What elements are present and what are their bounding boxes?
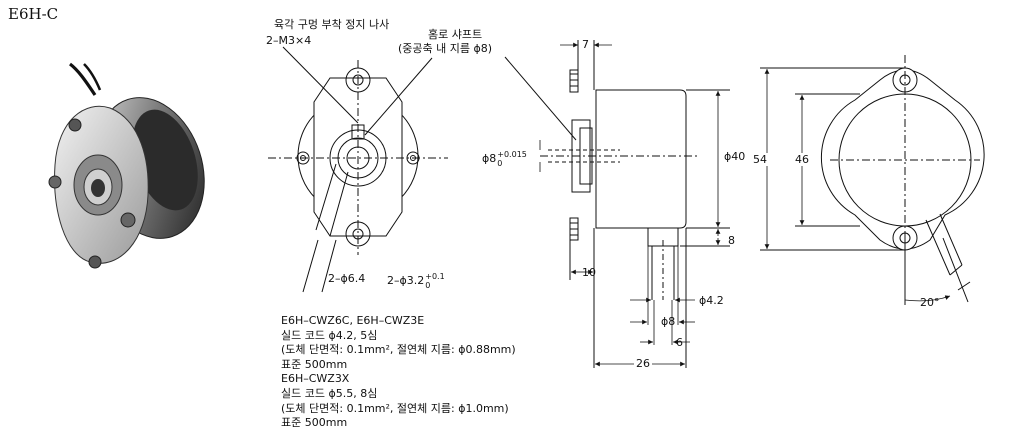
hex-screw-label: 육각 구멍 부착 정지 나사 bbox=[274, 18, 390, 31]
cable-spec-line: 표준 500mm bbox=[281, 357, 348, 371]
cable-spec-line: 실드 코드 ϕ5.5, 8심 bbox=[281, 386, 378, 400]
dim-cable-8: ϕ8 bbox=[661, 315, 676, 328]
dim-height-54: 54 bbox=[752, 153, 768, 166]
cable-spec-line: E6H–CWZ3X bbox=[281, 372, 350, 386]
cable-spec-line: (도체 단면적: 0.1mm², 절연체 지름: ϕ1.0mm) bbox=[281, 401, 509, 415]
dim-outlet: 8 bbox=[728, 234, 735, 247]
encoder-photo-icon bbox=[48, 62, 205, 269]
dim-cable-dia: ϕ4.2 bbox=[699, 294, 724, 307]
shaft-tol-upper: +0.015 bbox=[497, 150, 527, 159]
cable-spec-line: 표준 500mm bbox=[281, 416, 348, 430]
dim-cable-6: 6 bbox=[676, 336, 683, 349]
hollow-dia-label: (중공축 내 지름 ϕ8) bbox=[398, 42, 493, 55]
cable-spec-line: 실드 코드 ϕ4.2, 5심 bbox=[281, 328, 378, 342]
shaft-main: ϕ8 bbox=[482, 152, 497, 165]
rear-view bbox=[760, 55, 985, 305]
cable-spec-line: (도체 단면적: 0.1mm², 절연체 지름: ϕ0.88mm) bbox=[281, 343, 516, 357]
front-view bbox=[268, 46, 448, 293]
hole-b-main: 2–ϕ3.2 bbox=[387, 274, 425, 287]
dim-depth-10: 10 bbox=[582, 266, 596, 279]
rear-dimensions bbox=[764, 69, 951, 302]
dim-body-dia: ϕ40 bbox=[724, 150, 746, 163]
side-dimensions bbox=[539, 42, 721, 367]
hole-b-tol-lower: 0 bbox=[425, 281, 431, 290]
dim-flange: 7 bbox=[582, 38, 589, 51]
shaft-tol-lower: 0 bbox=[497, 159, 503, 168]
cable-spec-line: E6H–CWZ6C, E6H–CWZ3E bbox=[281, 314, 425, 327]
screw-spec-label: 2–M3×4 bbox=[266, 34, 312, 47]
cable-spec-block: E6H–CWZ6C, E6H–CWZ3E 실드 코드 ϕ4.2, 5심 (도체 … bbox=[281, 314, 516, 431]
hollow-shaft-label: 홈로 샤프트 bbox=[428, 28, 483, 41]
dim-length: 26 bbox=[634, 357, 652, 370]
hole-b-tol-upper: +0.1 bbox=[425, 272, 445, 281]
dim-angle: 20° bbox=[920, 296, 940, 309]
dim-height-46: 46 bbox=[794, 153, 810, 166]
hole-a-label: 2–ϕ6.4 bbox=[328, 272, 366, 285]
side-view bbox=[504, 40, 730, 368]
page-title: E6H-C bbox=[8, 5, 59, 23]
